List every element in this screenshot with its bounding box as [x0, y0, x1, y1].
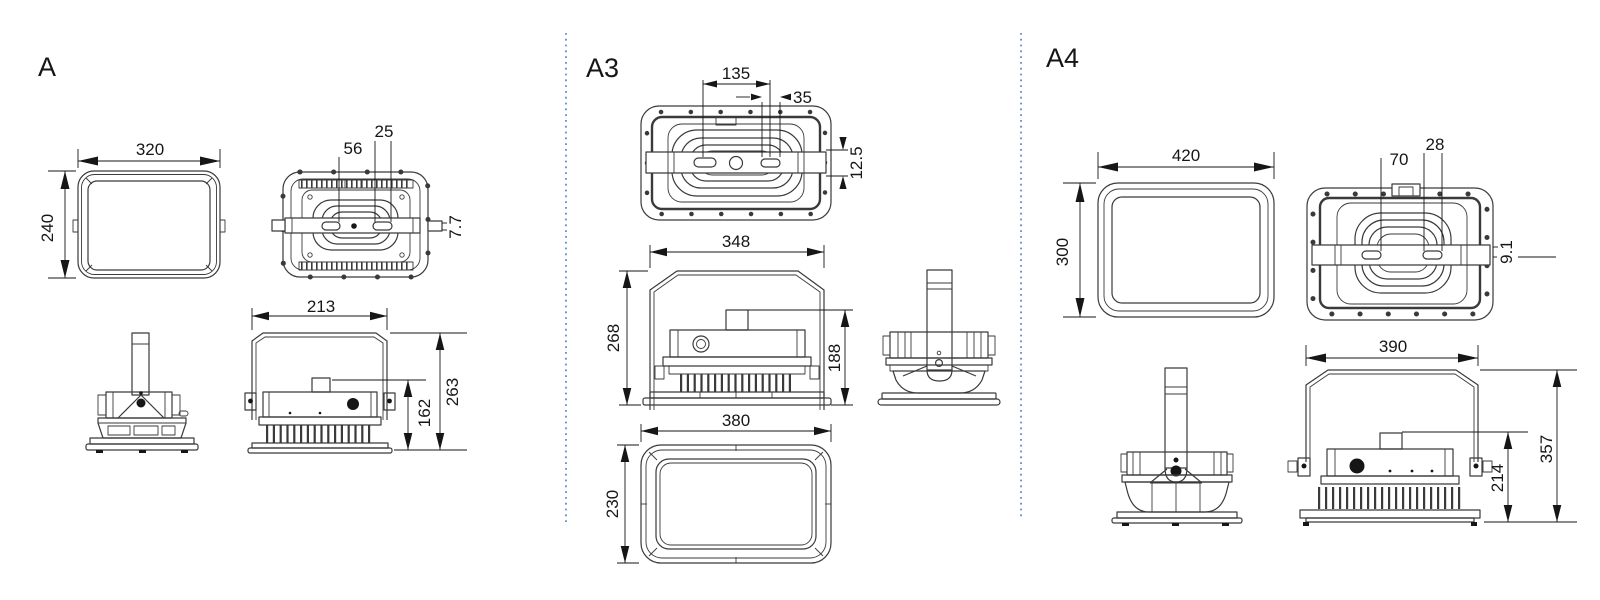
dim-a-slot-width: 25 [375, 122, 394, 141]
hanging-bracket [1305, 369, 1479, 462]
dim-a-front-width: 320 [136, 140, 164, 159]
dim-a4-slot-spacing: 70 [1390, 150, 1409, 169]
dim-a4-body-height: 214 [1488, 464, 1507, 492]
panel-a3-label: A3 [586, 53, 619, 83]
panel-a-bracket-front-view: 213 162 263 [244, 297, 467, 454]
hanging-bracket [649, 270, 825, 410]
dim-a3-body-height: 188 [825, 344, 844, 372]
panel-a4: A4 420 300 [1046, 43, 1577, 526]
dim-a-overall-height: 263 [443, 378, 462, 406]
panel-a-label: A [38, 52, 56, 82]
dim-a-body-height: 162 [415, 399, 434, 427]
panel-a4-back-view: 70 28 9.1 [1306, 135, 1556, 321]
dim-a-front-height: 240 [38, 214, 57, 242]
front-view-outline [1097, 182, 1275, 318]
dim-a-pin-thickness: 7.7 [446, 215, 465, 239]
mounting-slot-right [760, 158, 781, 168]
panel-a3-front-view: 380 230 [603, 411, 832, 564]
mounting-slot-right [1422, 250, 1443, 260]
dim-a4-front-width: 420 [1172, 146, 1200, 165]
bracket-arm [131, 332, 150, 396]
back-view-outline [640, 105, 832, 221]
dim-a4-overall-height: 357 [1537, 435, 1556, 463]
dim-a3-slot-width: 35 [793, 88, 812, 107]
dim-a4-front-height: 300 [1053, 238, 1072, 266]
dim-a3-overall-height: 268 [604, 324, 623, 352]
dim-a4-pin-thickness: 9.1 [1497, 240, 1516, 264]
mounting-slot-right [372, 221, 393, 231]
dim-a3-front-height: 230 [603, 490, 622, 518]
panel-a-front-view: 320 240 [38, 140, 226, 279]
mounting-bar [1311, 244, 1491, 266]
panel-a4-bracket-front-view: 390 214 357 [1287, 337, 1577, 526]
dim-a-bracket-width: 213 [307, 297, 335, 316]
panel-a3-side-view [877, 269, 1001, 406]
dim-a4-slot-width: 28 [1426, 135, 1445, 154]
dim-a-slot-spacing: 56 [344, 139, 363, 158]
panel-a4-side-view [1111, 367, 1243, 526]
front-view-outline [77, 170, 221, 279]
bracket-arm [926, 269, 953, 371]
dim-a3-plate-thickness: 12.5 [847, 146, 866, 179]
mounting-slot-left [321, 221, 341, 231]
hanging-bracket [251, 332, 388, 420]
dim-a3-bracket-width: 348 [722, 232, 750, 251]
panel-a3-bracket-front-view: 348 268 188 [604, 232, 853, 410]
mounting-slot-left [693, 157, 717, 168]
panel-a: A 320 240 [38, 52, 467, 454]
panel-a-back-view: 56 25 7.7 [271, 122, 465, 280]
panel-a4-label: A4 [1046, 43, 1079, 73]
panel-a4-front-view: 420 300 [1053, 146, 1275, 318]
bracket-arm [1164, 367, 1188, 469]
panel-a3: A3 135 [586, 53, 1001, 564]
mounting-slot-left [1361, 250, 1382, 260]
dim-a3-hole-spacing: 135 [722, 64, 750, 83]
dim-a3-front-width: 380 [722, 411, 750, 430]
panel-a-side-view [85, 332, 199, 453]
panel-a3-back-view: 135 35 12.5 [640, 64, 866, 221]
dim-a4-bracket-width: 390 [1379, 337, 1407, 356]
